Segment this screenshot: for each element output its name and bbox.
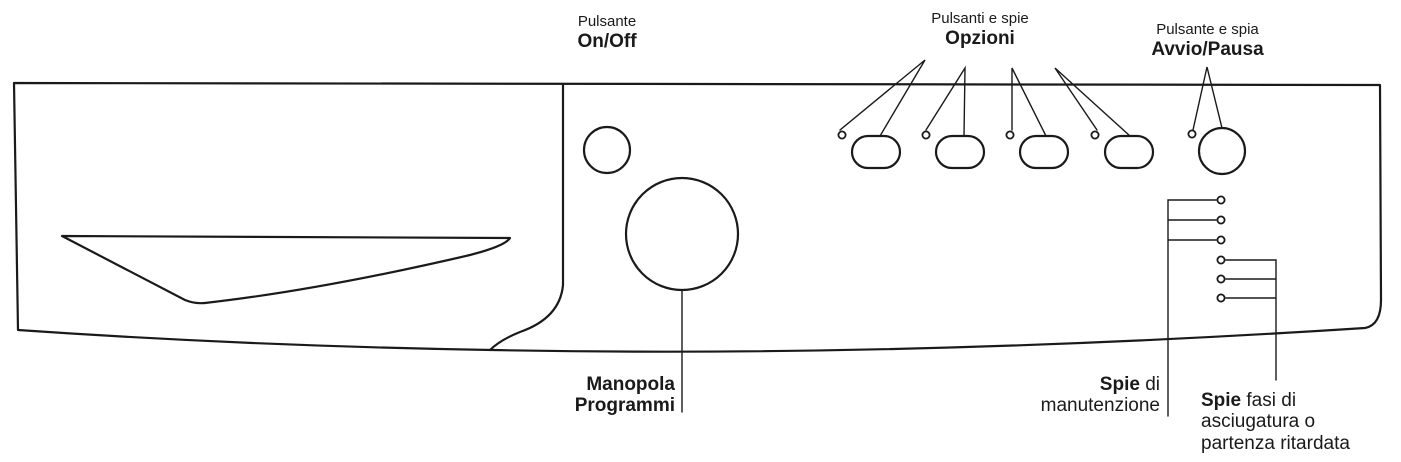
options-label: Pulsanti e spie Opzioni: [890, 10, 1070, 49]
options-label-bold: Opzioni: [945, 27, 1015, 49]
on-off-button[interactable]: [582, 125, 632, 175]
drying-label-line2: asciugatura o: [1201, 411, 1316, 433]
drying-light-1: [1216, 255, 1226, 265]
options-label-top: Pulsanti e spie: [931, 10, 1029, 27]
option-button-2[interactable]: [934, 134, 986, 170]
option-light-4: [1090, 130, 1100, 140]
option-light-1: [837, 130, 847, 140]
maintenance-light-3: [1216, 235, 1226, 245]
dial-label: Manopola Programmi: [515, 374, 675, 417]
dial-label-line1: Manopola: [586, 374, 675, 395]
option-button-4[interactable]: [1103, 134, 1155, 170]
drying-light-3: [1216, 293, 1226, 303]
maintenance-label-line1: Spie di: [1000, 374, 1160, 395]
on-off-label-top: Pulsante: [577, 13, 637, 30]
drying-label-line1: Spie fasi di: [1201, 390, 1401, 411]
drying-leader: [1225, 259, 1277, 381]
option-button-1[interactable]: [850, 134, 902, 170]
drying-label-bold: Spie: [1201, 390, 1242, 411]
on-off-label-bold: On/Off: [577, 30, 637, 52]
drawer-divider: [488, 83, 565, 352]
start-pause-label-top: Pulsante e spia: [1156, 21, 1259, 38]
option-light-2: [921, 130, 931, 140]
option-light-3: [1005, 130, 1015, 140]
maintenance-label: Spie di manutenzione: [1000, 374, 1160, 417]
maintenance-light-2: [1216, 215, 1226, 225]
drying-label: Spie fasi di asciugatura o partenza rita…: [1201, 390, 1401, 454]
maintenance-light-1: [1216, 195, 1226, 205]
start-pause-button[interactable]: [1197, 126, 1247, 176]
options-leader: [839, 59, 1131, 137]
program-dial[interactable]: [624, 176, 740, 292]
start-pause-label-bold: Avvio/Pausa: [1151, 38, 1264, 60]
maintenance-label-bold: Spie: [1099, 374, 1140, 395]
drying-label-rest: fasi di: [1241, 390, 1297, 411]
drying-light-2: [1216, 274, 1226, 284]
start-pause-label: Pulsante e spia Avvio/Pausa: [1120, 21, 1295, 60]
start-pause-leader: [1192, 66, 1223, 131]
panel-outline: [12, 81, 1383, 353]
maintenance-label-rest: di: [1139, 374, 1160, 395]
option-button-3[interactable]: [1018, 134, 1070, 170]
dial-label-line2: Programmi: [574, 395, 675, 417]
maintenance-label-line2: manutenzione: [1040, 395, 1160, 417]
start-pause-light: [1187, 129, 1197, 139]
drying-label-line3: partenza ritardata: [1201, 432, 1350, 454]
drawer-handle: [60, 234, 512, 305]
on-off-label: Pulsante On/Off: [557, 13, 657, 52]
maintenance-leader: [1167, 199, 1217, 417]
